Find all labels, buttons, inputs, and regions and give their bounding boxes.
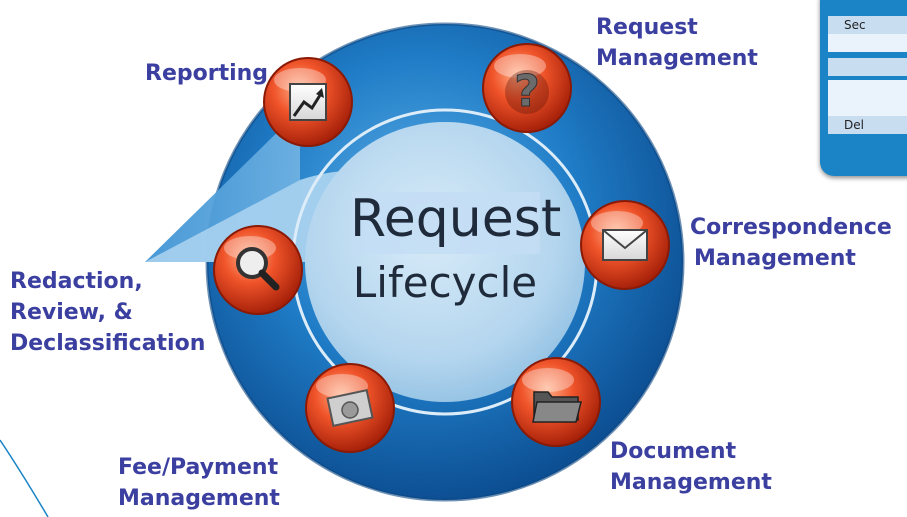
table-row — [828, 98, 907, 116]
label-redaction-line1: Redaction, — [10, 269, 143, 294]
label-fee-line2: Management — [118, 486, 280, 511]
envelope-icon — [602, 229, 648, 261]
label-redaction-line3: Declassification — [10, 331, 206, 356]
label-document-line2: Management — [610, 470, 772, 495]
table-row — [828, 34, 907, 52]
table-row: Sec — [828, 16, 907, 34]
svg-text:?: ? — [514, 66, 540, 117]
label-request-line2: Management — [596, 46, 758, 71]
label-redaction: Redaction, Review, & Declassification — [10, 266, 205, 359]
label-document-line1: Document — [610, 439, 737, 464]
table-row — [828, 58, 907, 76]
folder-icon — [532, 391, 582, 423]
label-correspondence-line2: Management — [694, 246, 856, 271]
table-row: Del — [828, 116, 907, 134]
label-fee-line1: Fee/Payment — [118, 455, 279, 480]
label-request-management: Request Management — [596, 12, 758, 74]
label-request-line1: Request — [596, 15, 698, 40]
label-correspondence-line1: Correspondence — [690, 215, 892, 240]
chart-icon — [289, 83, 327, 121]
label-fee-payment-management: Fee/Payment Management — [118, 452, 280, 514]
label-document-management: Document Management — [610, 436, 772, 498]
orb-request — [482, 43, 572, 133]
label-redaction-line2: Review, & — [10, 300, 133, 325]
table-row — [828, 80, 907, 98]
label-correspondence-management: Correspondence Management — [690, 212, 892, 274]
table-fragment: req Sec Del — [820, 0, 907, 176]
money-icon — [326, 388, 374, 428]
decorative-arc — [0, 439, 49, 517]
magnifier-icon — [236, 247, 280, 291]
center-title-line1: Request — [350, 189, 562, 249]
question-icon: ? — [505, 66, 549, 118]
label-reporting: Reporting — [145, 61, 269, 86]
center-title-line2: Lifecycle — [352, 258, 538, 307]
